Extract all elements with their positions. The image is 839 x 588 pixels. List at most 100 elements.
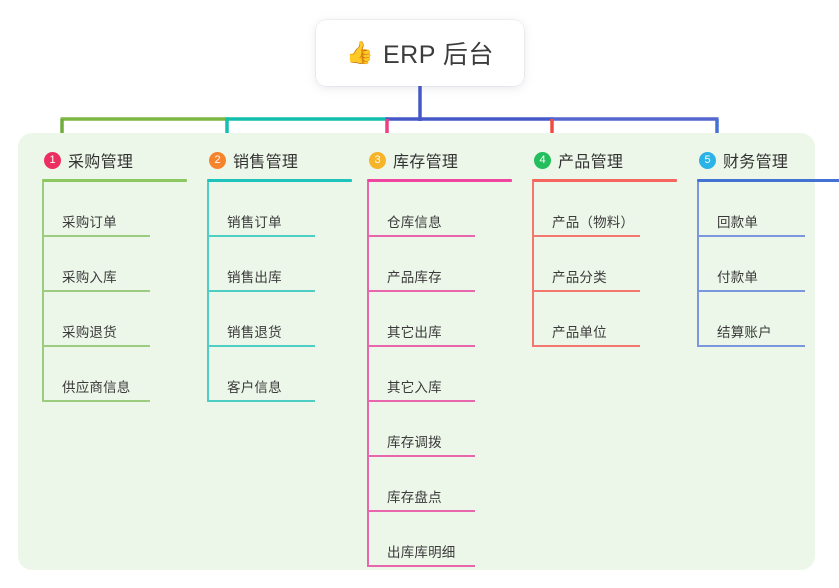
branch-item-underline: [367, 455, 475, 457]
branch-header-3[interactable]: 3 库存管理: [365, 147, 525, 173]
branch-item[interactable]: 付款单: [695, 237, 839, 292]
branch-column-2[interactable]: 2 销售管理销售订单销售出库销售退货客户信息: [205, 147, 365, 402]
branch-item-underline: [367, 400, 475, 402]
branch-item-underline: [697, 290, 805, 292]
branch-item-underline: [367, 345, 475, 347]
branch-item-label: 付款单: [717, 270, 759, 285]
root-node-title: 👍 ERP 后台: [346, 35, 494, 71]
branch-column-4[interactable]: 4 产品管理产品（物料） 产品分类产品单位: [530, 147, 690, 347]
branch-item-label: 采购退货: [62, 325, 117, 340]
branch-column-3[interactable]: 3 库存管理仓库信息产品库存其它出库其它入库库存调拨库存盘点出库库明细: [365, 147, 525, 567]
branch-item-underline: [697, 235, 805, 237]
branch-item-label: 产品库存: [387, 270, 442, 285]
branch-index-badge: 1: [44, 151, 61, 169]
branch-item-underline: [207, 290, 315, 292]
branch-header-underline: [42, 179, 187, 182]
branch-item-list: 产品（物料） 产品分类产品单位: [530, 182, 690, 347]
branch-item[interactable]: 客户信息: [205, 347, 365, 402]
branch-title: 采购管理: [68, 154, 134, 171]
branch-index-badge: 2: [209, 151, 226, 169]
branch-item-underline: [42, 235, 150, 237]
branch-index-badge: 5: [699, 151, 716, 169]
branch-item-underline: [367, 235, 475, 237]
branch-header-underline: [367, 179, 512, 182]
branch-item[interactable]: 供应商信息: [40, 347, 200, 402]
branch-item[interactable]: 库存盘点: [365, 457, 525, 512]
thumbs-up-icon: 👍: [346, 40, 374, 65]
branch-item[interactable]: 其它入库: [365, 347, 525, 402]
branch-item-underline: [532, 345, 640, 347]
branch-item[interactable]: 产品分类: [530, 237, 690, 292]
branch-item[interactable]: 产品库存: [365, 237, 525, 292]
branch-item[interactable]: 回款单: [695, 182, 839, 237]
branch-index-badge: 4: [534, 151, 551, 169]
branch-spine: [532, 182, 534, 347]
branch-item-list: 采购订单采购入库采购退货供应商信息: [40, 182, 200, 402]
branch-header-underline: [207, 179, 352, 182]
branch-item-underline: [42, 345, 150, 347]
branch-item[interactable]: 销售退货: [205, 292, 365, 347]
branch-item-label: 销售出库: [227, 270, 282, 285]
branch-item-underline: [367, 290, 475, 292]
branch-title: 产品管理: [558, 154, 624, 171]
branch-item-label: 销售订单: [227, 215, 282, 230]
branch-item[interactable]: 产品（物料）: [530, 182, 690, 237]
branch-item[interactable]: 出库库明细: [365, 512, 525, 567]
branch-item-list: 销售订单销售出库销售退货客户信息: [205, 182, 365, 402]
branch-spine: [697, 182, 699, 347]
branch-item-label: 产品分类: [552, 270, 607, 285]
branch-item[interactable]: 销售出库: [205, 237, 365, 292]
branch-item-underline: [367, 510, 475, 512]
branch-item-label: 仓库信息: [387, 215, 442, 230]
branch-header-5[interactable]: 5 财务管理: [695, 147, 839, 173]
branch-item-underline: [532, 290, 640, 292]
branch-spine: [42, 182, 44, 402]
branch-columns: 1 采购管理采购订单采购入库采购退货供应商信息 2 销售管理销售订单销售出库销售退货客…: [18, 133, 839, 570]
branch-header-4[interactable]: 4 产品管理: [530, 147, 690, 173]
branch-panel: [18, 133, 815, 570]
branch-item-label: 其它入库: [387, 380, 442, 395]
branch-item-label: 产品单位: [552, 325, 607, 340]
branch-item[interactable]: 其它出库: [365, 292, 525, 347]
branch-item[interactable]: 采购退货: [40, 292, 200, 347]
branch-item-label: 客户信息: [227, 380, 282, 395]
branch-item-label: 库存调拨: [387, 435, 442, 450]
branch-item-label: 供应商信息: [62, 380, 131, 395]
branch-title: 库存管理: [393, 154, 459, 171]
branch-item-label: 产品（物料）: [552, 215, 635, 230]
branch-item-list: 仓库信息产品库存其它出库其它入库库存调拨库存盘点出库库明细: [365, 182, 525, 567]
branch-item-label: 采购订单: [62, 215, 117, 230]
branch-item[interactable]: 结算账户: [695, 292, 839, 347]
branch-item[interactable]: 销售订单: [205, 182, 365, 237]
root-node-card[interactable]: 👍 ERP 后台: [316, 20, 524, 86]
branch-header-underline: [532, 179, 677, 182]
branch-header-1[interactable]: 1 采购管理: [40, 147, 200, 173]
root-title-text: ERP 后台: [383, 41, 494, 69]
branch-item-underline: [207, 345, 315, 347]
branch-item[interactable]: 库存调拨: [365, 402, 525, 457]
branch-index-badge: 3: [369, 151, 386, 169]
branch-item[interactable]: 仓库信息: [365, 182, 525, 237]
branch-item-label: 其它出库: [387, 325, 442, 340]
branch-item[interactable]: 采购入库: [40, 237, 200, 292]
branch-spine: [367, 182, 369, 567]
branch-item-underline: [532, 235, 640, 237]
branch-header-2[interactable]: 2 销售管理: [205, 147, 365, 173]
branch-item-label: 结算账户: [717, 325, 772, 340]
branch-item[interactable]: 产品单位: [530, 292, 690, 347]
branch-column-5[interactable]: 5 财务管理回款单付款单结算账户: [695, 147, 839, 347]
branch-header-underline: [697, 179, 839, 182]
branch-title: 销售管理: [233, 154, 299, 171]
branch-item-underline: [207, 235, 315, 237]
branch-spine: [207, 182, 209, 402]
branch-item-underline: [697, 345, 805, 347]
branch-item-label: 回款单: [717, 215, 759, 230]
branch-item-underline: [207, 400, 315, 402]
branch-title: 财务管理: [723, 154, 789, 171]
branch-column-1[interactable]: 1 采购管理采购订单采购入库采购退货供应商信息: [40, 147, 200, 402]
branch-item[interactable]: 采购订单: [40, 182, 200, 237]
branch-item-list: 回款单付款单结算账户: [695, 182, 839, 347]
branch-item-label: 采购入库: [62, 270, 117, 285]
branch-item-label: 库存盘点: [387, 490, 442, 505]
